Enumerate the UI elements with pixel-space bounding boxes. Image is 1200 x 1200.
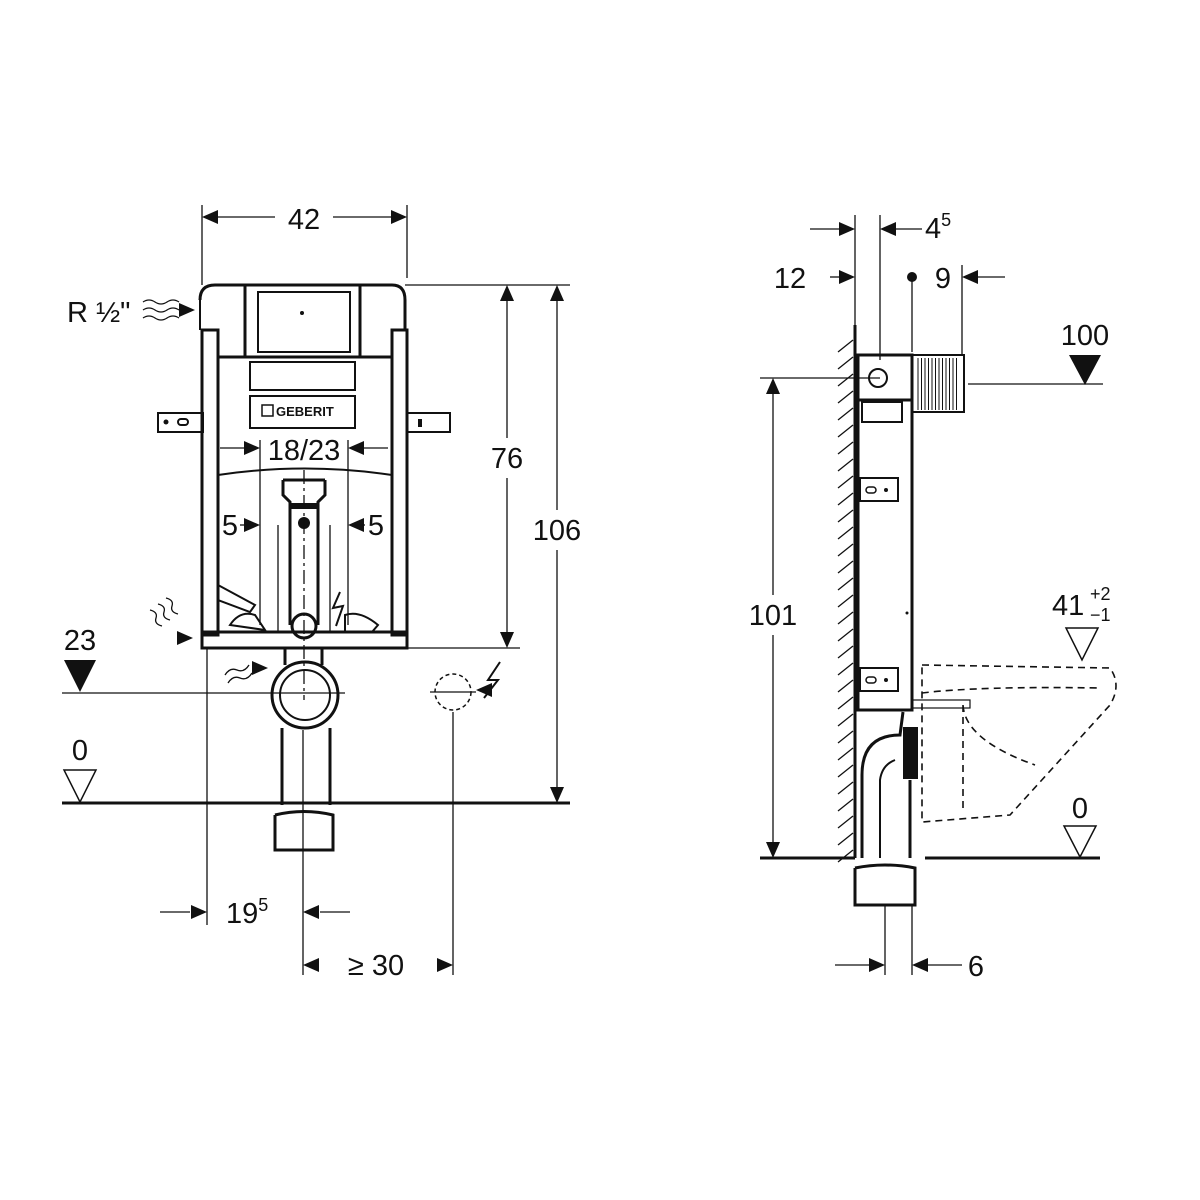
seat-height-dimension: 41 [1052,590,1084,622]
arrowhead-icon [869,958,885,972]
seat-tolerance-plus: +2 [1090,584,1111,604]
left-offset-dimension: 5 [222,510,238,542]
arrowhead-icon [962,270,978,284]
arrowhead-icon [839,270,855,284]
floor-level-marker: 0 [72,735,88,767]
arrowhead-icon [177,631,193,645]
dimension-arrows [177,210,978,972]
right-offset-dimension: 5 [368,510,384,542]
wall-offset-dimension: 12 [774,263,806,295]
cistern-depth-dimension: 9 [935,263,951,295]
total-height-dimension: 106 [533,515,581,547]
min-distance-dimension: ≥ 30 [348,950,404,982]
arrowhead-icon [839,222,855,236]
arrowhead-icon [391,210,407,224]
actuator-height-dimension: 76 [491,443,523,475]
arrowhead-icon [880,222,896,236]
water-inlet-label: R ½" [67,297,130,329]
offset-dimension: 195 [226,895,268,930]
arrowhead-icon [500,285,514,301]
front-view: 42 76 106 GEBERIT 18/23 [62,204,581,982]
arrowhead-icon [912,958,928,972]
arrowhead-icon [202,210,218,224]
arrowhead-icon [244,518,260,532]
arrowhead-icon [766,378,780,394]
width-dimension: 42 [288,204,320,236]
arrowhead-icon [244,441,260,455]
arrowhead-icon [550,787,564,803]
arrowhead-icon [252,661,268,675]
wall-hatching [837,339,854,863]
depth-dimension: 45 [925,210,951,245]
arrowhead-icon [348,441,364,455]
drain-height-dimension: 23 [64,625,96,657]
arrowhead-icon [179,303,195,317]
arrowhead-icon [500,632,514,648]
arrowhead-icon [303,958,319,972]
cistern-ribs [917,358,957,410]
arrowhead-icon [191,905,207,919]
arrowhead-icon [550,285,564,301]
brand-logo: GEBERIT [276,404,334,419]
arrowhead-icon [437,958,453,972]
side-floor-level-marker: 0 [1072,793,1088,825]
top-level-dimension: 100 [1061,320,1109,352]
flush-spacing-dimension: 18/23 [268,435,341,467]
pipe-offset-dimension: 6 [968,951,984,983]
seat-tolerance-minus: −1 [1090,605,1111,625]
arrowhead-icon [766,842,780,858]
frame-height-dimension: 101 [749,600,797,632]
side-view: 45 12 9 100 101 [749,210,1117,983]
arrowhead-icon [303,905,319,919]
